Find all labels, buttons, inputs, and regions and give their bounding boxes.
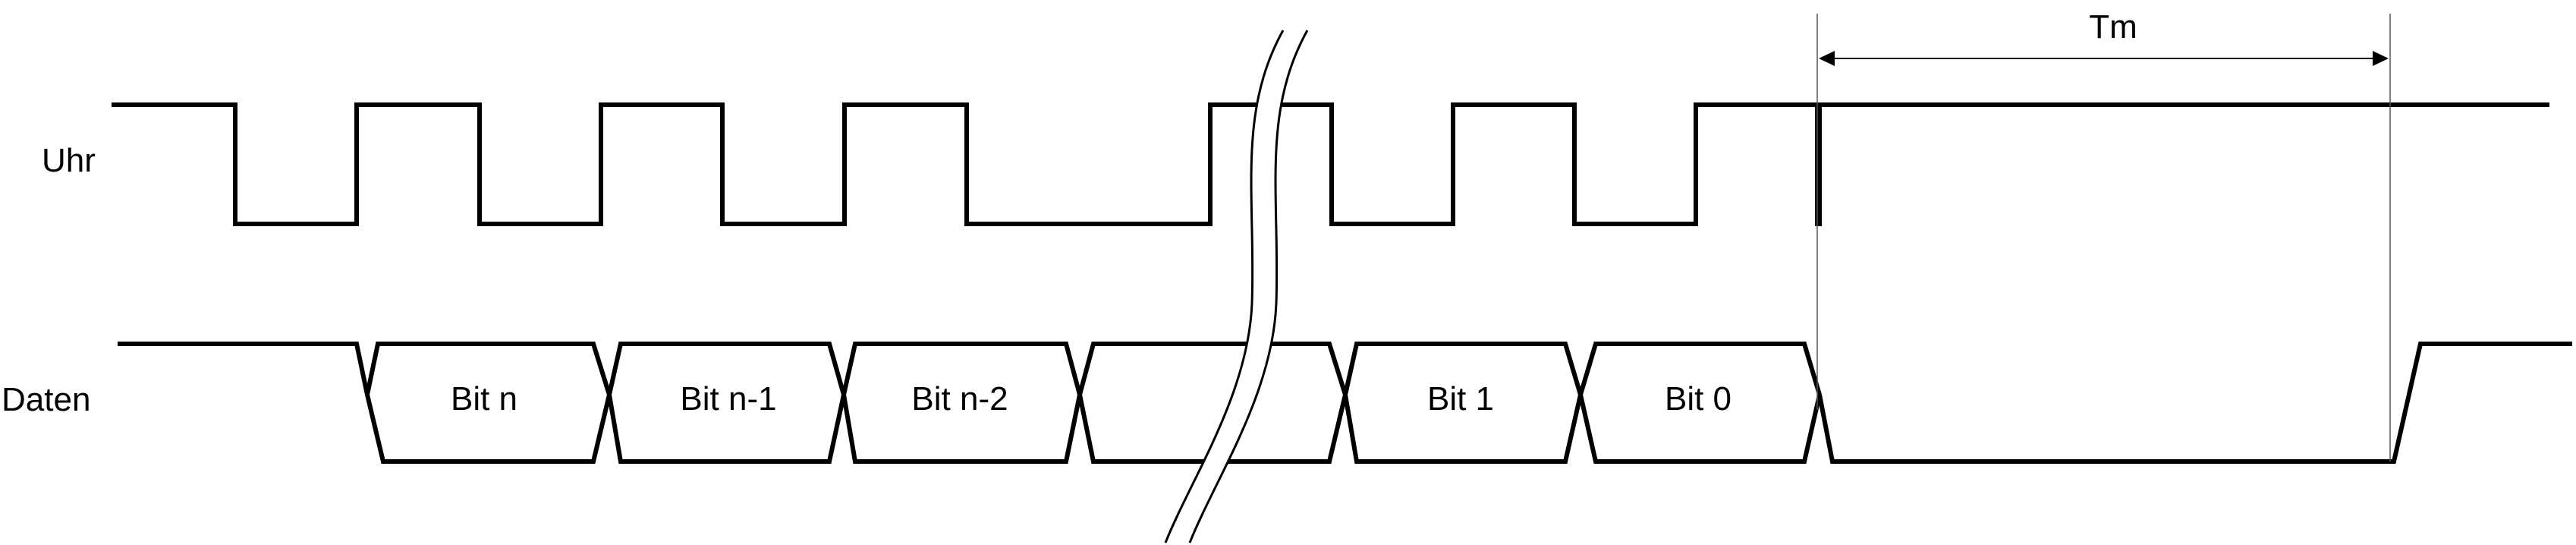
tm-arrow-left [1819,51,1835,66]
bit-cell-label: Bit n-2 [911,380,1008,417]
bit-cell-label: Bit 1 [1427,380,1494,417]
break-mark-right [1188,30,1309,543]
bit-cell-label: Bit n [451,380,517,417]
data-signal-label: Daten [2,381,90,418]
data-idle-high-start [118,342,370,395]
data-bus-lower-rail-2 [1228,342,2572,464]
data-bus-upper-rail [365,342,1228,404]
break-mark-gap [1165,30,1307,543]
clock-waveform [112,102,2549,226]
bit-cell-label: Bit n-1 [680,380,776,417]
tm-label: Tm [2089,8,2137,46]
data-bus-upper-rail-2 [1228,342,1822,404]
bit-cell-label: Bit 0 [1665,380,1731,417]
break-mark-left [1164,30,1285,543]
data-bus-lower-rail [365,394,1228,464]
clock-signal-label: Uhr [42,142,96,179]
tm-arrow-right [2373,51,2389,66]
